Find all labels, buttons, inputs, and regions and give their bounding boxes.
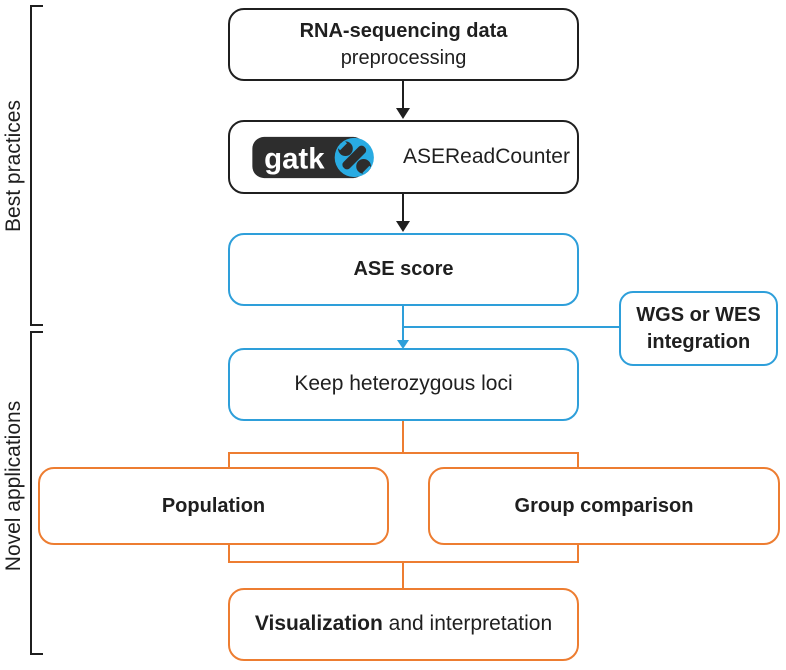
arrow-rnaseq-to-gatk-line bbox=[402, 81, 404, 109]
best-practices-label: Best practices bbox=[2, 100, 25, 232]
wgs-wes-line1: WGS or WES bbox=[636, 303, 761, 326]
connector-ase-to-keep-head-icon bbox=[397, 340, 409, 349]
visualization-box: Visualization and interpretation bbox=[228, 588, 579, 661]
wgs-wes-integration-box: WGS or WES integration bbox=[619, 291, 778, 366]
arrow-rnaseq-to-gatk-head-icon bbox=[396, 108, 410, 119]
gatk-logo-icon: gatk bbox=[252, 136, 374, 178]
arrow-gatk-to-ase-line bbox=[402, 194, 404, 221]
rna-seq-line1: RNA-sequencing data bbox=[299, 19, 508, 42]
wgs-wes-line2: integration bbox=[646, 330, 751, 353]
ase-score-label: ASE score bbox=[353, 258, 454, 280]
connector-keep-to-branch-line bbox=[402, 421, 404, 452]
population-box: Population bbox=[38, 467, 389, 545]
svg-text:gatk: gatk bbox=[264, 142, 325, 175]
keep-heterozygous-loci-box: Keep heterozygous loci bbox=[228, 348, 579, 421]
visualization-label-bold: Visualization bbox=[254, 612, 383, 636]
gatk-asereadcounter-box: gatk ASEReadCounter bbox=[228, 120, 579, 194]
connector-branch-to-viz-line bbox=[402, 561, 404, 588]
gatk-tool-label: ASEReadCounter bbox=[403, 144, 570, 168]
novel-applications-bracket bbox=[30, 331, 43, 655]
population-label: Population bbox=[161, 494, 266, 517]
visualization-label-regular: and interpretation bbox=[382, 612, 553, 636]
rna-seq-preprocessing-box: RNA-sequencing data preprocessing bbox=[228, 8, 579, 81]
ase-score-box: ASE score bbox=[228, 233, 579, 306]
rna-seq-line2: preprocessing bbox=[340, 46, 467, 69]
group-comparison-label: Group comparison bbox=[514, 494, 694, 517]
novel-applications-label: Novel applications bbox=[2, 400, 25, 572]
connector-wgs-branch-line bbox=[404, 326, 619, 328]
arrow-gatk-to-ase-head-icon bbox=[396, 221, 410, 232]
group-comparison-box: Group comparison bbox=[428, 467, 780, 545]
best-practices-bracket bbox=[30, 5, 43, 326]
visualization-label: Visualization and interpretation bbox=[255, 610, 552, 638]
keep-heterozygous-loci-label: Keep heterozygous loci bbox=[294, 372, 513, 396]
connector-ase-to-keep-line bbox=[402, 306, 404, 341]
